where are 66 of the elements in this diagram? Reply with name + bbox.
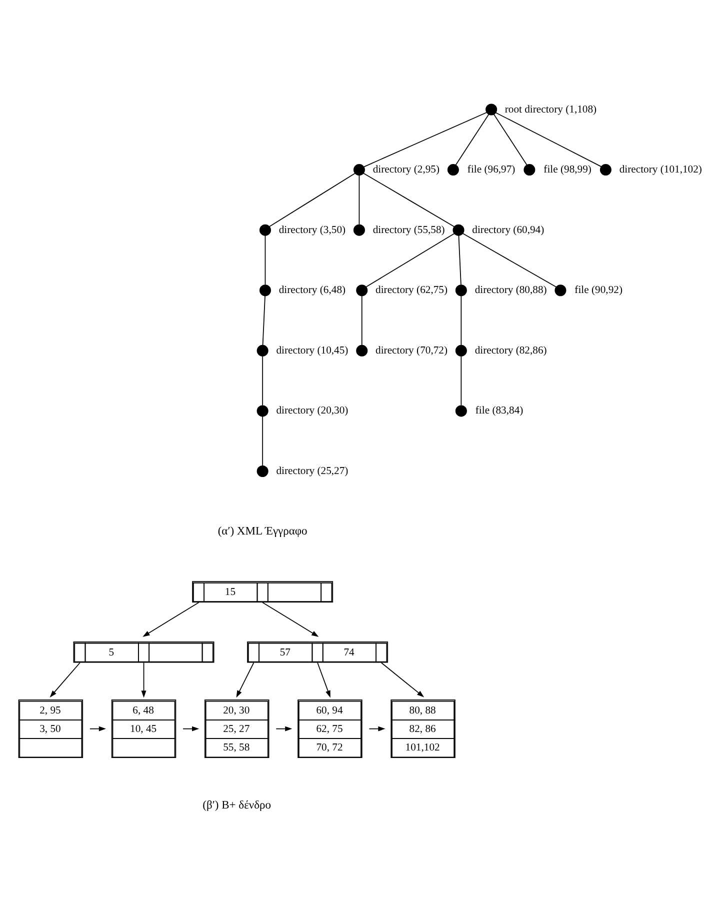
node-label: file (83,84) (475, 406, 524, 417)
connector (493, 114, 528, 166)
arrow (368, 726, 386, 732)
arrow (141, 662, 146, 698)
node-circle (600, 164, 612, 176)
node-label: directory (62,75) (376, 285, 448, 296)
node-circle (356, 284, 368, 296)
connector (366, 233, 455, 288)
connector (460, 356, 462, 406)
node-label: directory (20,30) (276, 406, 348, 417)
connector (462, 233, 557, 288)
node-circle (259, 224, 271, 236)
arrow (317, 662, 330, 698)
node-label: file (98,99) (544, 164, 592, 176)
node-circle (486, 104, 498, 116)
arrow (182, 726, 200, 732)
label: (α′) XML Έγγραφο (218, 526, 308, 538)
connector (361, 295, 362, 346)
arrow (262, 602, 319, 637)
arrow (142, 602, 200, 637)
node-label: directory (70,72) (376, 345, 448, 356)
connector (262, 416, 264, 466)
node-label: directory (80,88) (474, 285, 547, 296)
node-circle (256, 465, 268, 477)
connector (269, 172, 356, 227)
node-circle (455, 344, 467, 356)
node-circle (256, 405, 268, 417)
node-label: directory (82,86) (474, 345, 547, 356)
node-label: directory (55,58) (372, 224, 445, 236)
connector (262, 295, 266, 346)
node-circle (524, 164, 536, 176)
connector (264, 235, 266, 286)
label: (β′) B+ δένδρο (202, 800, 272, 812)
connector (363, 112, 488, 168)
node-label: file (96,97) (467, 164, 516, 176)
node-circle (259, 284, 271, 296)
arrow (380, 662, 424, 698)
connector (358, 174, 360, 225)
node-circle (256, 344, 268, 356)
node-label: directory (10,45) (276, 345, 348, 356)
arrow (90, 726, 106, 732)
node-label: file (90,92) (574, 285, 623, 296)
node-label: directory (6,48) (278, 285, 346, 296)
connector (460, 295, 462, 346)
node-circle (353, 164, 365, 176)
arrow (276, 726, 292, 732)
connector (455, 114, 490, 166)
node-circle (353, 224, 365, 236)
node-label: directory (25,27) (276, 466, 348, 477)
node-circle (447, 164, 459, 176)
node-label: directory (60,94) (472, 224, 544, 236)
arrow (50, 662, 80, 698)
node-label: root directory (1,108) (504, 104, 597, 116)
connector (262, 356, 264, 406)
connector (363, 172, 455, 228)
node-circle (455, 284, 467, 296)
node-label: directory (101,102) (619, 164, 702, 176)
node-circle (452, 224, 464, 236)
arrow (236, 662, 254, 698)
connector (458, 235, 462, 286)
connector (495, 112, 602, 168)
node-circle (356, 344, 368, 356)
node-label: directory (3,50) (278, 224, 346, 236)
node-circle (455, 405, 467, 417)
node-label: directory (2,95) (372, 164, 440, 176)
node-circle (554, 284, 566, 296)
